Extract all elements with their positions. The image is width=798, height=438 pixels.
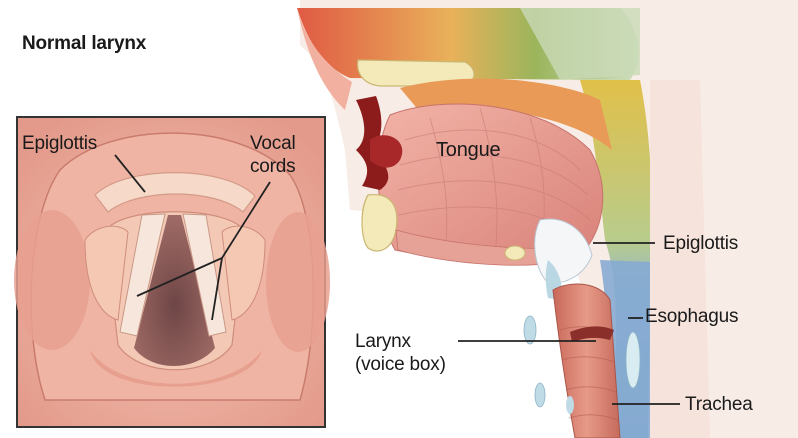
- label-epiglottis: Epiglottis: [663, 233, 738, 254]
- label-voice-box: (voice box): [355, 354, 446, 375]
- inset-label-cords: cords: [250, 156, 295, 177]
- label-esophagus: Esophagus: [645, 306, 738, 327]
- label-tongue: Tongue: [436, 140, 500, 161]
- inset-label-vocal: Vocal: [250, 133, 295, 154]
- label-larynx: Larynx: [355, 331, 411, 352]
- label-trachea: Trachea: [685, 394, 753, 415]
- inset-label-epiglottis: Epiglottis: [22, 133, 97, 154]
- inset-title: Normal larynx: [22, 33, 146, 54]
